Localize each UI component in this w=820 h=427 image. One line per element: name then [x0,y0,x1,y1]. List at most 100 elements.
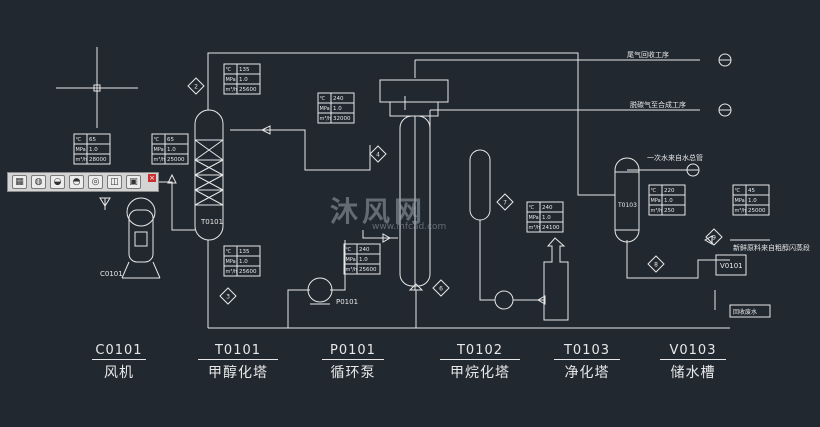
data-unit: m³/h [76,157,88,163]
c0101-fan [121,197,161,279]
v0101-tank [715,254,747,276]
data-value: 250 [664,208,675,214]
data-unit: m³/h [226,269,238,275]
data-unit: ℃ [651,188,657,194]
flow-decarb-gas: 脱碳气至合成工序 [630,100,686,109]
cad-toolbar[interactable]: ▦ ◍ ◒ ◓ ◎ ◫ ▣ × [7,172,159,192]
legend-code: P0101 [330,343,376,358]
legend-code: T0102 [456,343,504,358]
flow-water-primary: 一次水来自水总管 [647,153,703,162]
balloon-label: 9 [712,235,716,242]
flow-waste-water: 回收废水 [733,308,757,316]
sphere-add-icon[interactable]: ◒ [50,175,65,189]
t0101-column [194,109,224,328]
balloon-label: 2 [194,84,198,91]
legend-name: 储水槽 [670,365,716,381]
legend-code: T0101 [214,343,262,358]
p0101-pump [307,277,333,305]
balloon-label: 8 [654,262,658,269]
data-value: 240 [333,96,344,102]
legend-t0103: T0103 净化塔 [554,343,620,382]
data-value: 25000 [748,208,766,214]
data-unit: ℃ [226,249,232,255]
data-unit: MPa [76,147,86,153]
tag-t0101: T0101 [200,218,223,226]
data-unit: ℃ [735,188,741,194]
data-value: 45 [748,188,755,194]
data-value: 135 [239,249,250,255]
waste-water-box [729,304,771,318]
data-unit: MPa [320,106,330,112]
data-unit: ℃ [320,96,326,102]
close-icon[interactable]: × [148,174,156,182]
legend-v0103: V0103 储水槽 [660,343,726,382]
data-unit: ℃ [76,137,82,143]
legend-code: V0103 [669,343,717,358]
cube-edit-icon[interactable]: ▣ [126,175,141,189]
data-unit: ℃ [226,67,232,73]
tag-t0103: T0103 [617,202,637,209]
balloon-diamond [369,145,387,163]
data-value: 1.0 [89,147,98,153]
data-value: 1.0 [664,198,673,204]
data-value: 25000 [167,157,185,163]
tag-p0101: P0101 [336,298,358,306]
balloon-diamond [187,77,205,95]
balloon-diamond [496,193,514,211]
data-value: 25600 [359,267,377,273]
data-value: 65 [167,137,174,143]
data-unit: MPa [735,198,745,204]
watermark-url: www.mfcad.com [372,222,447,232]
legend-name: 甲烷化塔 [450,365,510,381]
data-unit: MPa [529,215,539,221]
data-unit: MPa [154,147,164,153]
balloon-diamond [647,255,665,273]
sphere-icon[interactable]: ◍ [31,175,46,189]
grid-view-icon[interactable]: ▦ [12,175,27,189]
flow-tail-gas: 尾气回收工序 [627,50,669,59]
legend-code: C0101 [95,343,143,358]
data-value: 25600 [239,87,257,93]
legend-t0101: T0101 甲醇化塔 [198,343,278,382]
orbit-icon[interactable]: ◎ [88,175,103,189]
data-unit: m³/h [346,267,358,273]
data-value: 1.0 [239,77,248,83]
balloon-label: 7 [503,200,507,207]
data-value: 135 [239,67,250,73]
legend-name: 循环泵 [330,365,376,381]
legend-name: 风机 [104,365,134,381]
flow-arrows [99,125,713,305]
data-unit: ℃ [154,137,160,143]
data-value: 25600 [239,269,257,275]
outlet-symbols [686,53,732,177]
cube-icon[interactable]: ◫ [107,175,122,189]
data-value: 32000 [333,116,351,122]
legend-code: T0103 [563,343,611,358]
balloon-diamond [705,228,723,246]
data-value: 1.0 [167,147,176,153]
sphere-remove-icon[interactable]: ◓ [69,175,84,189]
balloon-label: 6 [439,286,443,293]
data-unit: m³/h [529,225,541,231]
data-unit: ℃ [529,205,535,211]
crosshair-cursor [56,47,138,128]
data-value: 240 [359,247,370,253]
data-unit: MPa [226,77,236,83]
data-unit: MPa [226,259,236,265]
data-value: 24100 [542,225,560,231]
data-value: 1.0 [359,257,368,263]
data-value: 1.0 [333,106,342,112]
data-unit: MPa [346,257,356,263]
data-value: 220 [664,188,675,194]
t0102-reactor [379,79,491,290]
